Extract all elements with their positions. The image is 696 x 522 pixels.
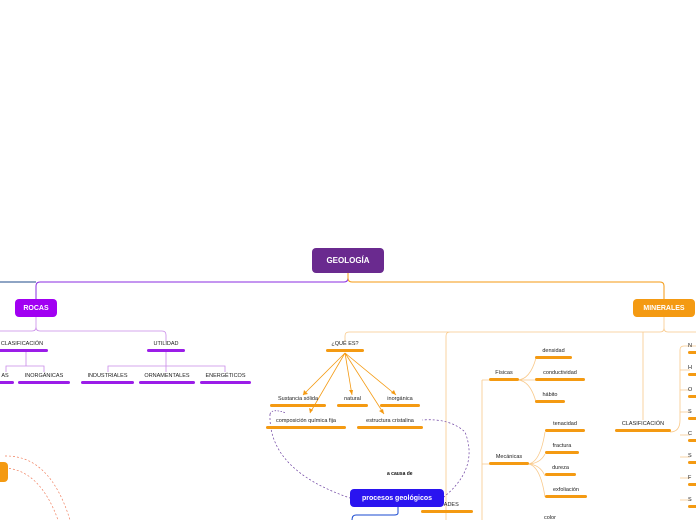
node-que-es-item-0[interactable]: Sustancia sólida [270,395,326,407]
que-es-item-label: composición química fija [276,418,336,424]
node-que-es-item-2[interactable]: inorgánica [380,395,420,407]
node-minerales-clasif-item-4[interactable]: C [688,430,696,442]
minerales-clasif-item-label: H [688,365,692,371]
connector-minerales-children [344,317,696,520]
rocas-clasificacion-label: CLASIFICACIÓN [0,341,44,347]
node-minerales-clasificacion[interactable]: CLASIFICACIÓN [615,420,671,432]
fisicas-label: Físicas [495,370,513,376]
node-left-partial[interactable] [0,462,8,482]
node-mecanicas-item-1[interactable]: fractura [545,442,579,454]
node-rocas-clasificacion[interactable]: CLASIFICACIÓN [0,340,48,352]
node-minerales-clasif-item-0[interactable]: N [688,342,696,354]
rocas-utilidad-item-label: INDUSTRIALES [87,373,128,379]
node-minerales-clasif-item-7[interactable]: S [688,496,696,508]
minerales-clasif-item-label: O [688,387,693,393]
node-minerales-clasif-item-6[interactable]: F [688,474,696,486]
mecanicas-label: Mecánicas [495,454,523,460]
node-rocas-clasif-item-1[interactable]: INORGÁNICAS [18,372,70,384]
connector-procesos [351,507,399,520]
rocas-utilidad-item-label: ENERGÉTICOS [205,373,246,379]
node-rocas-utilidad[interactable]: UTILIDAD [147,340,185,352]
que-es-arrows [302,352,397,415]
node-fisicas-item-0[interactable]: densidad [535,347,572,359]
mecanicas-item-label: tenacidad [553,421,577,427]
dashed-left-curves [4,455,71,520]
minerales-clasif-item-label: S [688,453,692,459]
rocas-utilidad-label: UTILIDAD [153,341,179,347]
mecanicas-item-label: fractura [552,443,572,449]
node-mecanicas-item-2[interactable]: dureza [545,464,576,476]
node-fisicas-item-2[interactable]: hábito [535,391,565,403]
mecanicas-item-label: dureza [552,465,569,471]
fisicas-item-label: conductividad [543,370,577,376]
node-mecanicas-item-3[interactable]: exfoliación [545,486,587,498]
connector-utilidad-children [107,352,226,372]
root-node-geologia[interactable]: GEOLOGÍA [312,248,384,273]
connector-root-minerales [347,273,665,299]
node-minerales-clasif-item-1[interactable]: H [688,364,696,376]
rocas-label: ROCAS [23,304,49,312]
connector-mecanicas [526,431,546,498]
node-que-es-item-3[interactable]: composición química fija [266,417,346,429]
node-otras-partial[interactable]: color [540,514,560,522]
node-fisicas[interactable]: Físicas [489,369,519,381]
minerales-clasif-item-label: S [688,497,692,503]
rocas-utilidad-item-label: ORNAMENTALES [144,373,190,379]
que-es-item-label: Sustancia sólida [277,396,319,402]
node-minerales-clasif-item-2[interactable]: O [688,386,696,398]
node-que-es[interactable]: ¿QUÉ ES? [326,340,364,352]
connector-clasif-right [669,345,696,501]
minerales-label: MINERALES [643,304,685,312]
que-es-item-label: natural [344,396,361,402]
dashed-link-estructura [421,419,470,501]
node-mecanicas[interactable]: Mecánicas [489,453,529,465]
connector-root-rocas [35,273,349,299]
node-propiedades[interactable]: ...DADES [421,501,473,513]
que-es-label: ¿QUÉ ES? [331,341,359,347]
procesos-label: procesos geológicos [361,494,433,502]
fisicas-item-label: densidad [542,348,565,354]
root-label: GEOLOGÍA [326,256,370,265]
que-es-item-label: estructura cristalina [366,418,414,424]
minerales-clasif-item-label: F [688,475,692,481]
connector-propiedades [481,379,490,520]
minerales-clasif-item-label: C [688,431,692,437]
node-mecanicas-item-0[interactable]: tenacidad [545,420,585,432]
node-minerales-clasif-item-5[interactable]: S [688,452,696,464]
node-que-es-item-4[interactable]: estructura cristalina [357,417,423,429]
node-minerales[interactable]: MINERALES [633,299,695,317]
note-a-causa-de: a causa de [387,471,413,477]
dashed-link-small [269,410,287,415]
rocas-clasif-item-label: INORGÁNICAS [24,373,64,379]
rocas-clasif-item-label: AS [1,373,9,379]
node-minerales-clasif-item-3[interactable]: S [688,408,696,420]
node-rocas[interactable]: ROCAS [15,299,57,317]
que-es-item-label: inorgánica [387,396,413,402]
connector-fisicas [516,357,537,403]
node-rocas-utilidad-item-1[interactable]: ORNAMENTALES [139,372,195,384]
otras-partial-label: color [544,515,556,521]
node-procesos-geologicos[interactable]: procesos geológicos [350,489,444,507]
fisicas-item-label: hábito [542,392,558,398]
minerales-clasificacion-label: CLASIFICACIÓN [621,421,665,427]
node-rocas-utilidad-item-0[interactable]: INDUSTRIALES [81,372,134,384]
minerales-clasif-item-label: N [688,343,692,349]
mecanicas-item-label: exfoliación [553,487,579,493]
node-que-es-item-1[interactable]: natural [337,395,368,407]
minerales-clasif-item-label: S [688,409,692,415]
arrow-heads [303,390,396,414]
node-fisicas-item-1[interactable]: conductividad [535,369,585,381]
connector-clasif-children [5,352,45,372]
node-rocas-clasif-item-0[interactable]: AS [0,372,14,384]
connector-rocas-children [0,317,167,342]
propiedades-label: ...DADES [435,502,459,508]
node-rocas-utilidad-item-2[interactable]: ENERGÉTICOS [200,372,251,384]
